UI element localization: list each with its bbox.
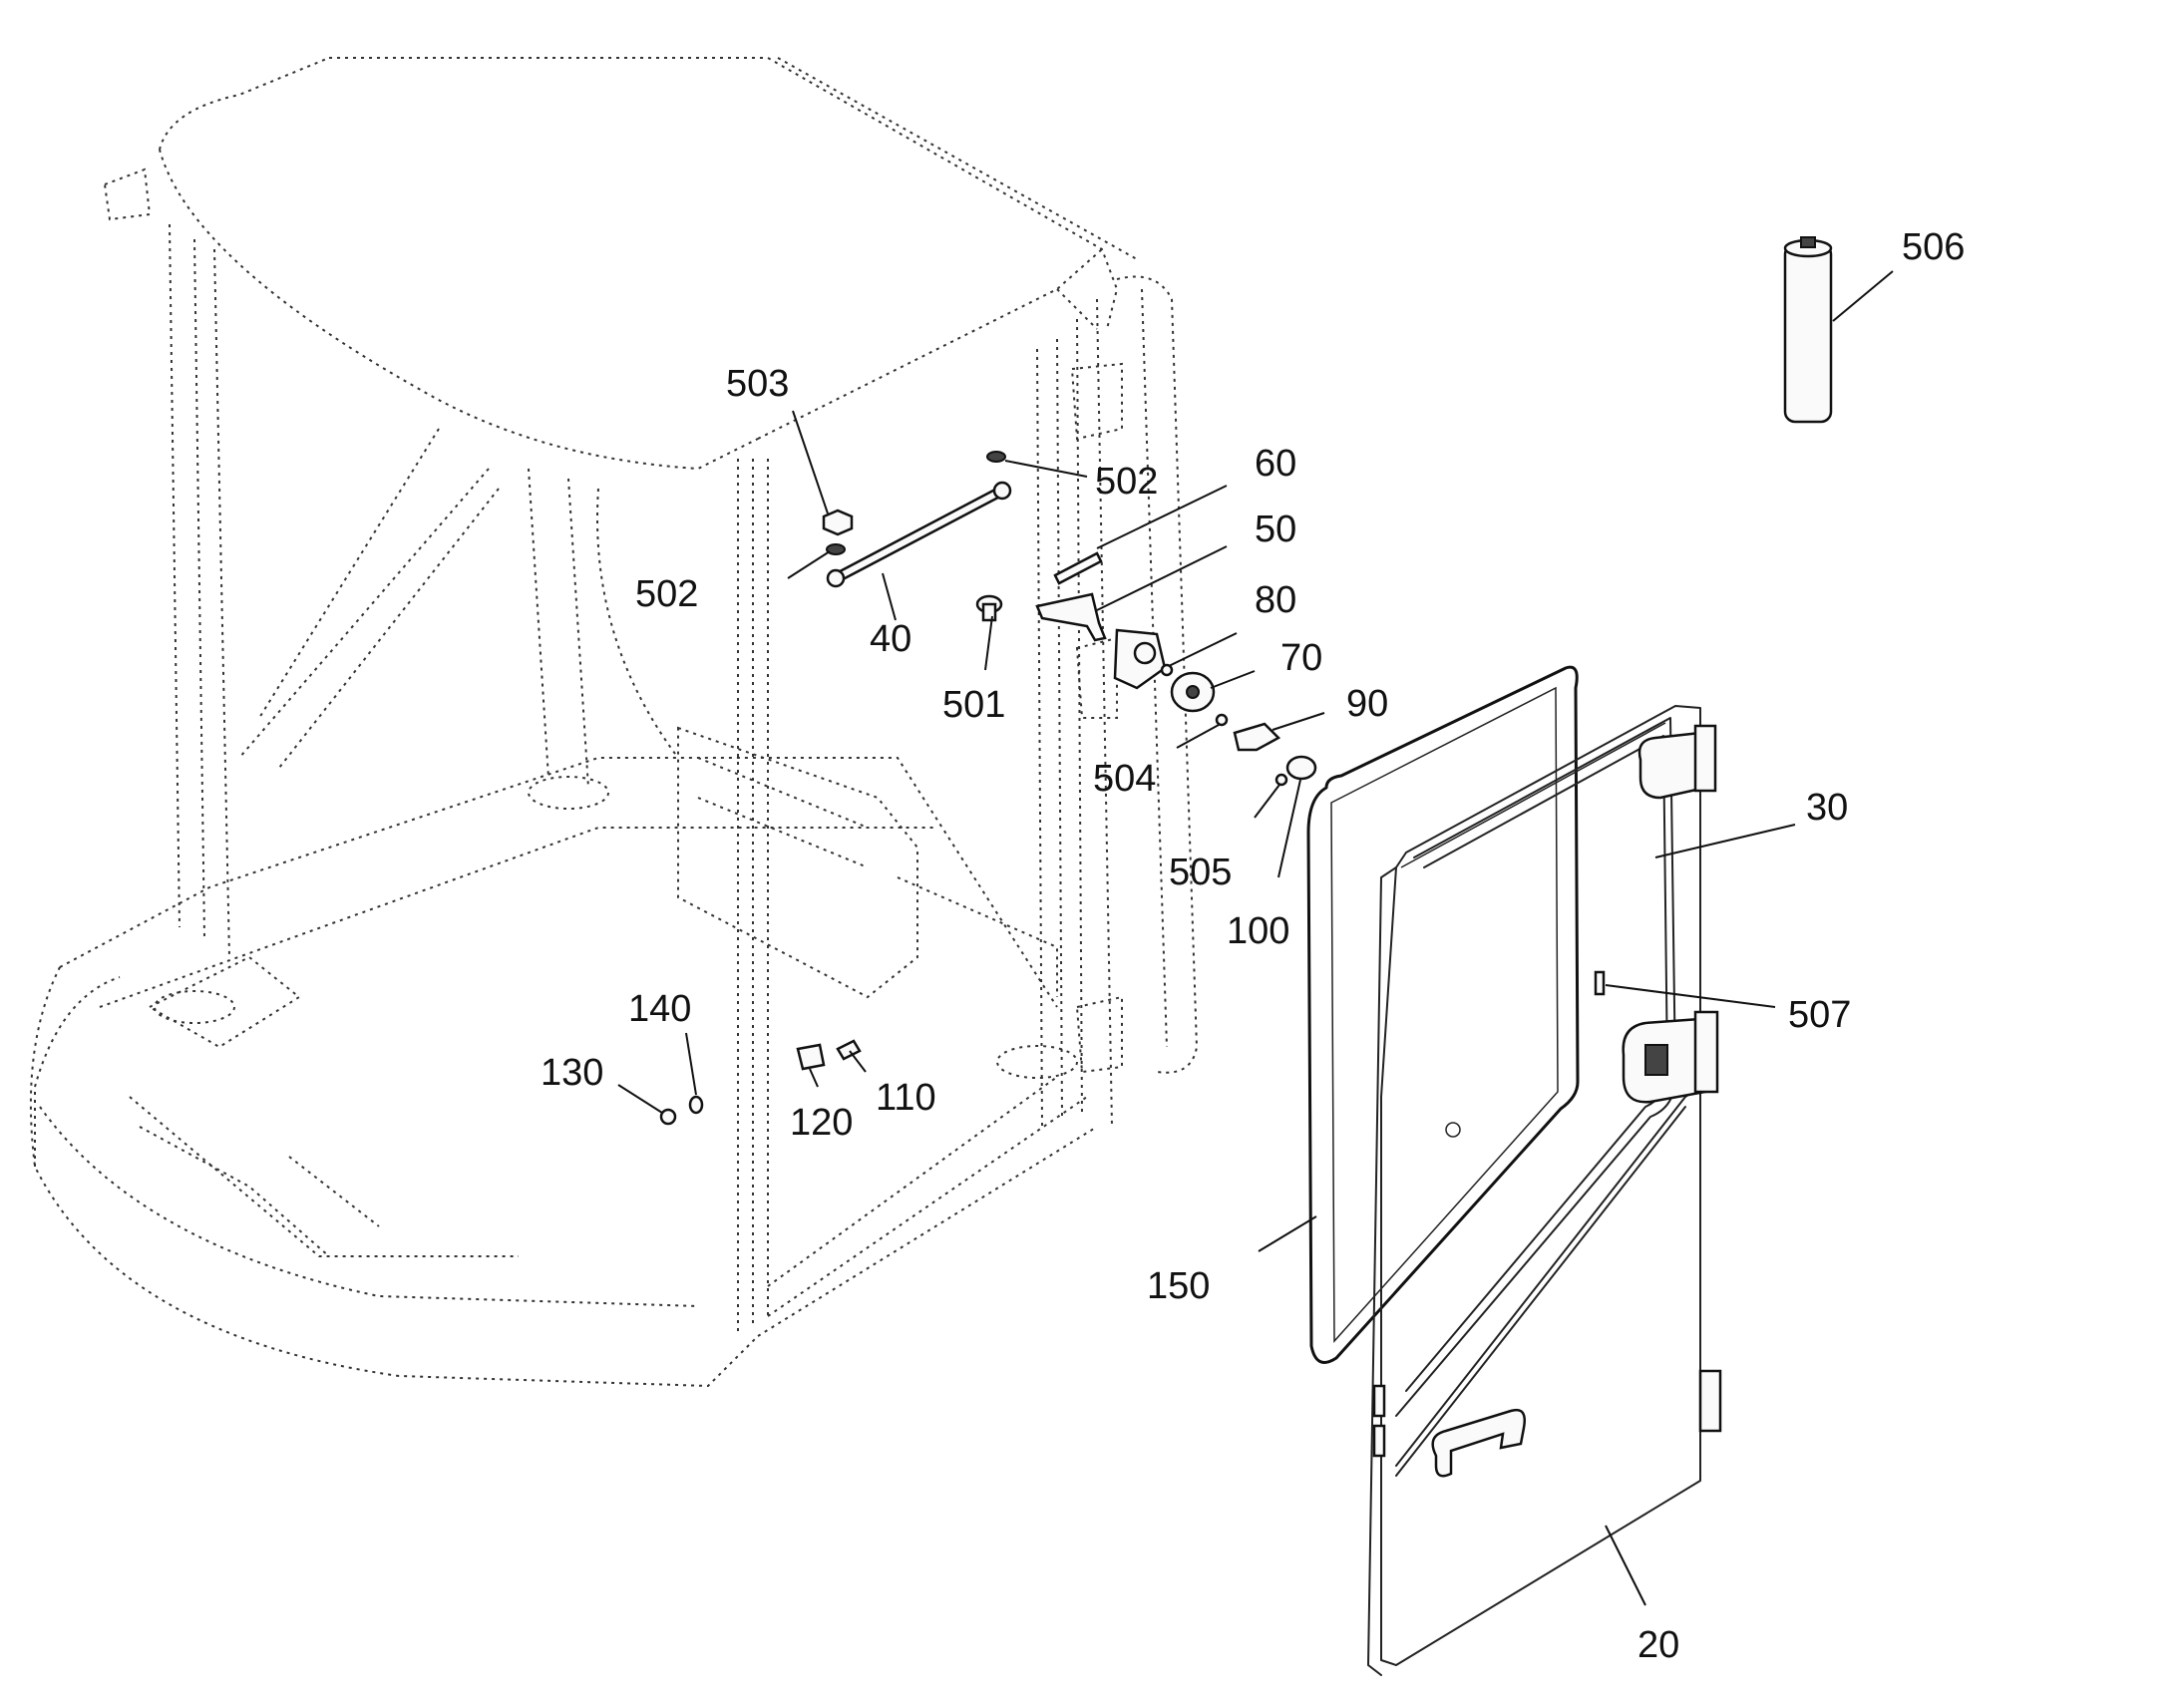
callout-110: 110 [876,1077,936,1119]
cab-door-part [1367,705,1722,1676]
leader-lines [617,270,1894,1606]
door-seal-part [1306,665,1580,1364]
latch-assembly-part [1113,628,1167,690]
callout-130: 130 [541,1052,603,1094]
callout-120: 120 [790,1102,853,1144]
plate-part-120 [796,1043,826,1071]
callout-90: 90 [1346,683,1388,725]
bolt-part-110 [836,1039,862,1061]
washer-part [826,543,846,555]
pin-part [1274,773,1288,787]
callout-30: 30 [1806,787,1848,829]
spring-part [1160,663,1174,677]
callout-100: 100 [1227,910,1289,952]
washer-part [986,451,1006,463]
callout-506: 506 [1902,226,1965,268]
cab-frame [29,57,1199,1388]
callout-150: 150 [1147,1265,1210,1307]
callout-70: 70 [1280,637,1322,679]
screw-part [1215,713,1229,727]
gas-strut-part [826,481,1012,588]
catch-part [1233,722,1281,752]
callout-80: 80 [1255,579,1296,621]
callout-labels: 503 502 502 40 501 60 50 80 70 90 504 50… [541,226,1965,1666]
bolt-part [975,594,1003,622]
callout-502-right: 502 [1095,461,1158,503]
nut-part-130 [659,1108,677,1126]
callout-60: 60 [1255,443,1296,485]
callout-504: 504 [1093,758,1156,800]
knob-part [1285,755,1317,781]
bracket-part [1035,551,1107,642]
callout-40: 40 [870,618,911,660]
callout-20: 20 [1637,1624,1679,1666]
callout-502-left: 502 [635,573,698,615]
callout-50: 50 [1255,509,1296,550]
nut-part [822,509,854,536]
callout-140: 140 [628,988,691,1030]
washer-part-140 [688,1095,704,1115]
roller-pin-part [1783,236,1833,424]
callout-507: 507 [1788,994,1851,1036]
callout-505: 505 [1169,852,1232,893]
callout-503: 503 [726,363,789,405]
callout-501: 501 [942,684,1005,726]
striker-plate-part [1170,671,1216,713]
